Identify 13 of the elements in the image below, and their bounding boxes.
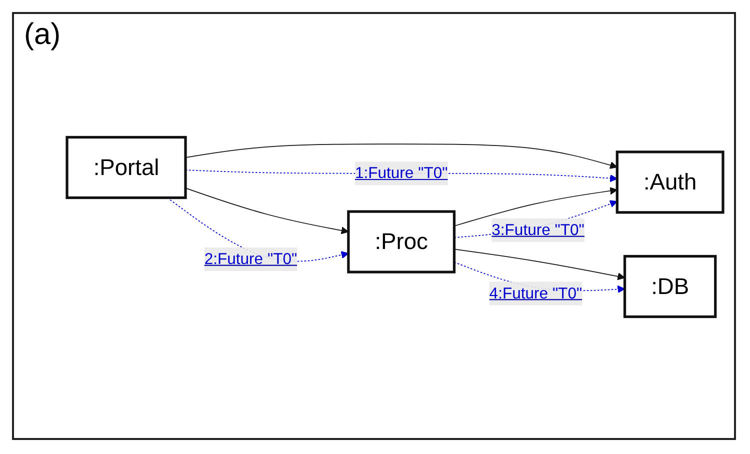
arrow — [454, 248, 626, 280]
arrow — [185, 144, 618, 169]
node-box: :Auth — [616, 150, 724, 214]
edge-label: 4:Future "T0" — [489, 284, 582, 302]
edge-label: 2:Future "T0" — [204, 250, 298, 268]
panel-label: (a) — [24, 18, 61, 52]
edge-label: 1:Future "T0" — [354, 164, 448, 182]
node-box: :Proc — [347, 210, 456, 274]
arrow — [454, 187, 618, 226]
edge-label: 3:Future "T0" — [492, 221, 584, 239]
arrow — [185, 188, 349, 234]
node-box: :Portal — [66, 136, 187, 200]
node-box: :DB — [623, 254, 717, 318]
